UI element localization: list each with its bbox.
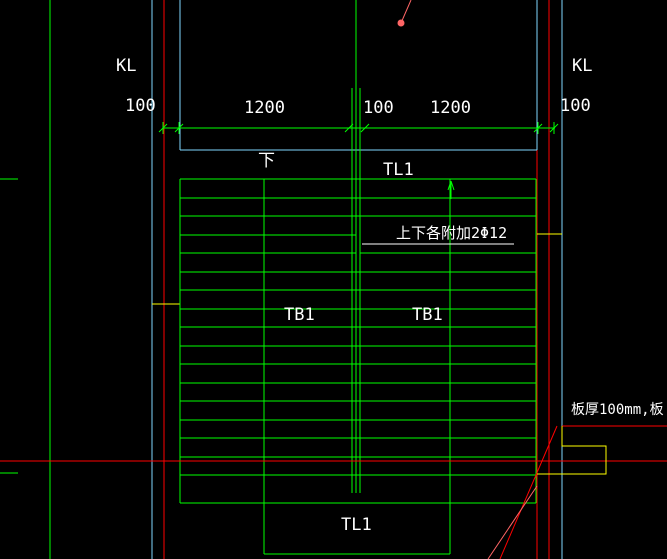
- dimension-100-right: 100: [560, 96, 591, 116]
- dimension-100-left: 100: [125, 96, 156, 116]
- tb1-label-right: TB1: [412, 305, 443, 325]
- center-vertical-lines: [351, 0, 361, 493]
- left-wall: [151, 0, 180, 559]
- rebar-note: 上下各附加2Φ12: [396, 224, 507, 242]
- tl1-label-bottom: TL1: [341, 515, 372, 535]
- stair-down-label: 下: [258, 151, 275, 171]
- right-wall: [536, 0, 563, 559]
- dimension-1200-right: 1200: [430, 98, 471, 118]
- dimension-line: [158, 122, 559, 134]
- tb1-label-left: TB1: [284, 305, 315, 325]
- slab-thickness-note: 板厚100mm,板: [571, 402, 664, 418]
- dimension-100-middle: 100: [363, 98, 394, 118]
- upper-landing: [179, 0, 538, 151]
- kl-label-right: KL: [572, 56, 592, 76]
- dimension-1200-left: 1200: [244, 98, 285, 118]
- rebar-note-leader: [362, 180, 514, 245]
- stair-flight: [179, 178, 537, 555]
- section-cut-line: [0, 425, 667, 559]
- tl1-label-top: TL1: [383, 160, 414, 180]
- left-column-lines: [0, 0, 51, 559]
- kl-label-left: KL: [116, 56, 136, 76]
